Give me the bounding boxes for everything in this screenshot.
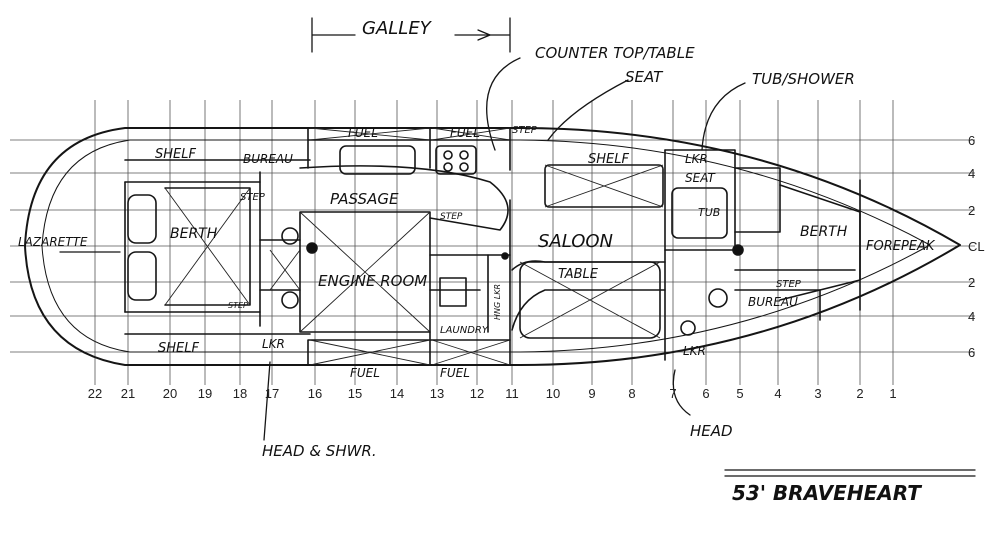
- station-number: 1: [889, 386, 896, 401]
- station-number: 16: [308, 386, 322, 401]
- laundry-label: LAUNDRY: [440, 325, 489, 336]
- station-number: 2: [856, 386, 863, 401]
- station-number: 14: [390, 386, 404, 401]
- shelf-saloon-label: SHELF: [588, 152, 629, 167]
- tub-shower-label: TUB/SHOWER: [752, 70, 855, 88]
- station-number: 11: [505, 386, 519, 401]
- labels: GALLEY COUNTER TOP/TABLE SEAT TUB/SHOWER…: [18, 18, 936, 505]
- offset-number: 2: [968, 275, 975, 290]
- station-number: 8: [628, 386, 635, 401]
- station-number: 17: [265, 386, 279, 401]
- station-number: 5: [736, 386, 743, 401]
- galley-label: GALLEY: [362, 18, 433, 39]
- fuel-1-label: FUEL: [348, 126, 378, 140]
- lazarette-label: LAZARETTE: [18, 235, 88, 249]
- offset-number: 4: [968, 166, 975, 181]
- interior-structure: [124, 127, 861, 366]
- step-3-label: STEP: [512, 125, 538, 136]
- berth-fwd-label: BERTH: [800, 224, 848, 240]
- offset-number: 2: [968, 203, 975, 218]
- station-number: 18: [233, 386, 247, 401]
- offset-number: 4: [968, 309, 975, 324]
- head-label: HEAD: [690, 422, 733, 440]
- station-number: 13: [430, 386, 444, 401]
- station-number: 15: [348, 386, 362, 401]
- station-number: 12: [470, 386, 484, 401]
- station-number: 10: [546, 386, 560, 401]
- lkr-fwd-label: LKR: [685, 152, 708, 166]
- hull-outline: [24, 127, 961, 366]
- station-number: 3: [814, 386, 821, 401]
- shelf-lower-label: SHELF: [158, 341, 199, 356]
- passage-label: PASSAGE: [330, 190, 399, 208]
- station-number: 19: [198, 386, 212, 401]
- lkr-head-label: LKR: [683, 344, 706, 358]
- station-number: 7: [669, 386, 676, 401]
- shelf-upper-label: SHELF: [155, 147, 196, 162]
- station-number: 21: [121, 386, 135, 401]
- leader-lines: [59, 17, 976, 477]
- forepeak-label: FOREPEAK: [866, 239, 936, 254]
- lkr-aft-label: LKR: [262, 337, 285, 351]
- bureau-aft-label: BUREAU: [243, 152, 293, 166]
- tub-label: TUB: [698, 206, 720, 219]
- drawing-title: 53' BRAVEHEART: [732, 481, 922, 505]
- cushion-hatching: [164, 127, 664, 366]
- bureau-fwd-label: BUREAU: [748, 295, 798, 309]
- step-2-label: STEP: [440, 212, 463, 222]
- station-number: 6: [702, 386, 709, 401]
- hanging-lkr-label: HNG LKR: [493, 284, 502, 320]
- offset-number: 6: [968, 345, 975, 360]
- step-5-label: STEP: [228, 301, 248, 310]
- station-number: 4: [774, 386, 781, 401]
- offset-number: 6: [968, 133, 975, 148]
- station-number: 9: [588, 386, 595, 401]
- fuel-3-label: FUEL: [350, 366, 380, 380]
- table-label: TABLE: [558, 267, 599, 282]
- fuel-4-label: FUEL: [440, 366, 470, 380]
- seat-top-label: SEAT: [625, 68, 664, 86]
- offset-number: CL: [968, 239, 985, 254]
- head-shwr-label: HEAD & SHWR.: [262, 442, 377, 460]
- station-number: 22: [88, 386, 102, 401]
- engine-room-label: ENGINE ROOM: [318, 272, 427, 290]
- step-1-label: STEP: [240, 192, 266, 203]
- station-number: 20: [163, 386, 177, 401]
- saloon-label: SALOON: [538, 231, 613, 252]
- berth-aft-label: BERTH: [170, 226, 218, 242]
- seat-fwd-label: SEAT: [685, 171, 717, 185]
- fuel-2-label: FUEL: [450, 126, 480, 140]
- step-4-label: STEP: [776, 279, 802, 290]
- counter-top-table-label: COUNTER TOP/TABLE: [535, 44, 695, 62]
